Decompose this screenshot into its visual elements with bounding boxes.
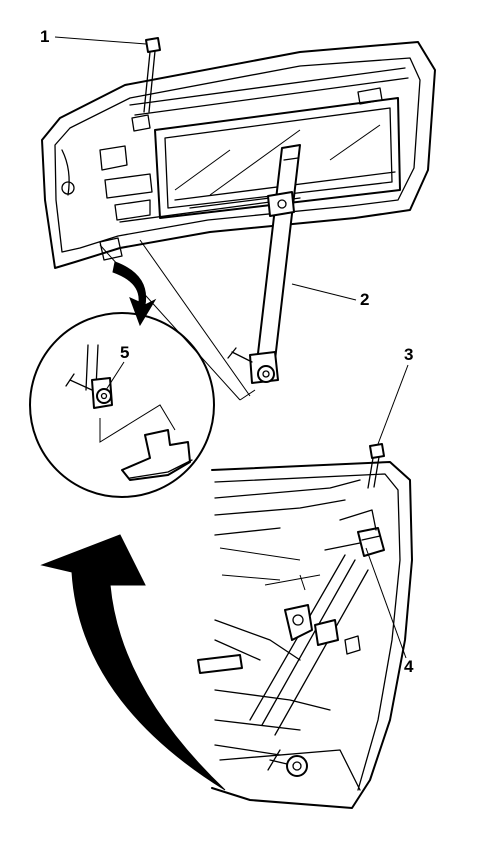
callout-5: 5 [105,343,129,391]
callout-1: 1 [40,27,147,46]
callout-3: 3 [377,345,413,445]
bolt-1 [143,37,161,113]
detail-view-circle [29,312,215,498]
detail-arrow [112,261,157,327]
callout-2: 2 [291,283,369,309]
callout-label-3: 3 [404,345,413,364]
callout-4: 4 [365,547,414,676]
seat-belt-webbing [227,144,301,384]
flow-arrow [40,534,226,791]
callout-label-5: 5 [120,343,129,362]
upper-door-assembly [41,41,436,269]
callout-label-1: 1 [40,27,49,46]
callout-label-2: 2 [360,290,369,309]
callout-label-4: 4 [404,657,414,676]
projection-lines [99,239,256,401]
bolt-3 [367,443,385,489]
lower-interior-assembly [197,461,413,809]
